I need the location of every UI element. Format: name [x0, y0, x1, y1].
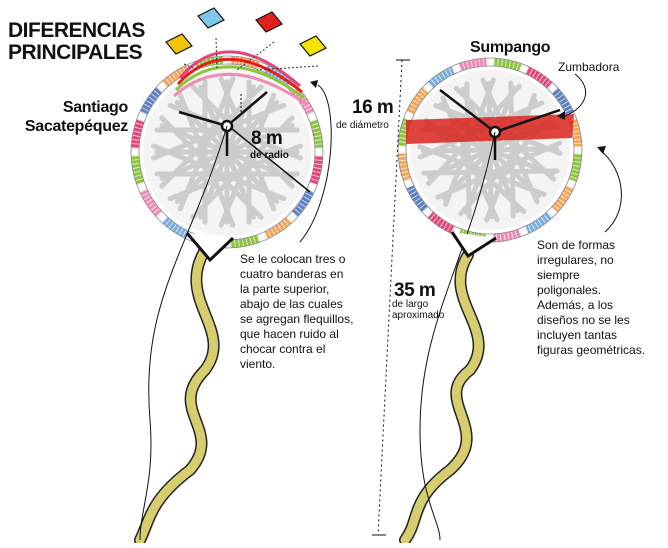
right-lattice-bar [420, 146, 560, 154]
left-border-fringe [263, 216, 293, 240]
flag-pole [215, 37, 218, 71]
right-pointer [599, 149, 622, 233]
right-border-fringe [551, 185, 574, 213]
left-border-fringe [291, 188, 315, 218]
left-pointer [299, 84, 332, 243]
length-dimension-line [377, 59, 403, 536]
radius-value: 8 m [251, 128, 283, 149]
left-kite-description: Se le colocan tres o cuatro banderas en … [240, 252, 354, 371]
right-border-fringe [525, 66, 553, 89]
right-border-fringe [427, 211, 455, 234]
left-border-fringe [230, 234, 261, 248]
left-kite-name-line-1: Santiago [62, 99, 128, 116]
buzzer-pointer-head [557, 111, 565, 120]
left-fringe-arc [176, 57, 303, 94]
diameter-value: 16 m [352, 97, 394, 118]
diameter-label: de diámetro [336, 120, 389, 131]
title-line-2: PRINCIPALES [8, 41, 143, 64]
right-string [419, 131, 496, 541]
buzzer-pointer [559, 73, 587, 119]
left-border-fringe [309, 155, 323, 186]
right-border-fringe [493, 228, 522, 242]
flag [197, 7, 225, 29]
left-border-fringe [131, 155, 145, 186]
radius-label: de radio [250, 150, 289, 161]
right-border-fringe [427, 66, 455, 89]
right-border-fringe [551, 87, 574, 115]
left-border-fringe [139, 86, 163, 116]
left-outer-line [130, 55, 324, 249]
right-border-fringe [458, 58, 487, 72]
right-bridle [450, 231, 497, 259]
right-kite-name: Sumpango [470, 39, 551, 56]
right-border-fringe [568, 153, 582, 182]
title-line-1: DIFERENCIAS [8, 19, 145, 42]
left-radius-arrow-line [230, 127, 311, 193]
page-title: DIFERENCIAS PRINCIPALES [8, 20, 145, 64]
left-border-fringe [131, 118, 145, 149]
buzzer-label: Zumbadora [558, 60, 620, 74]
left-fringe-arc [178, 50, 301, 88]
left-lattice-bar [151, 102, 287, 161]
right-border-fringe [406, 185, 429, 213]
left-bridle [185, 232, 235, 263]
length-label: de largo aproximado [392, 299, 445, 321]
right-border-fringe [398, 118, 412, 147]
flag [299, 35, 327, 57]
length-value: 35 m [394, 280, 436, 301]
left-string [139, 125, 228, 541]
left-border-fringe [309, 118, 323, 149]
left-kite-name-line-2: Sacatepéquez [24, 118, 128, 135]
left-tail [135, 245, 219, 545]
right-pointer-head [597, 146, 606, 154]
left-kite-name: Santiago Sacatepéquez [25, 98, 128, 136]
right-kite-description: Son de formas irregulares, no siempre po… [537, 238, 646, 357]
right-lattice-bar [421, 168, 560, 176]
flag [165, 33, 193, 55]
left-border-fringe [139, 188, 163, 218]
left-lattice [151, 76, 303, 228]
right-border-fringe [406, 87, 429, 115]
left-fringe-arc [174, 65, 305, 100]
left-pointer-head [310, 80, 318, 88]
left-fringe-arc [173, 72, 307, 106]
right-border-fringe [525, 211, 553, 234]
left-lattice-bar [167, 143, 303, 202]
right-kite [395, 55, 585, 245]
flag [255, 11, 283, 33]
right-border-fringe [398, 153, 412, 182]
right-inner-line [405, 65, 575, 235]
right-border-fringe [493, 58, 522, 72]
right-tail [400, 250, 484, 545]
